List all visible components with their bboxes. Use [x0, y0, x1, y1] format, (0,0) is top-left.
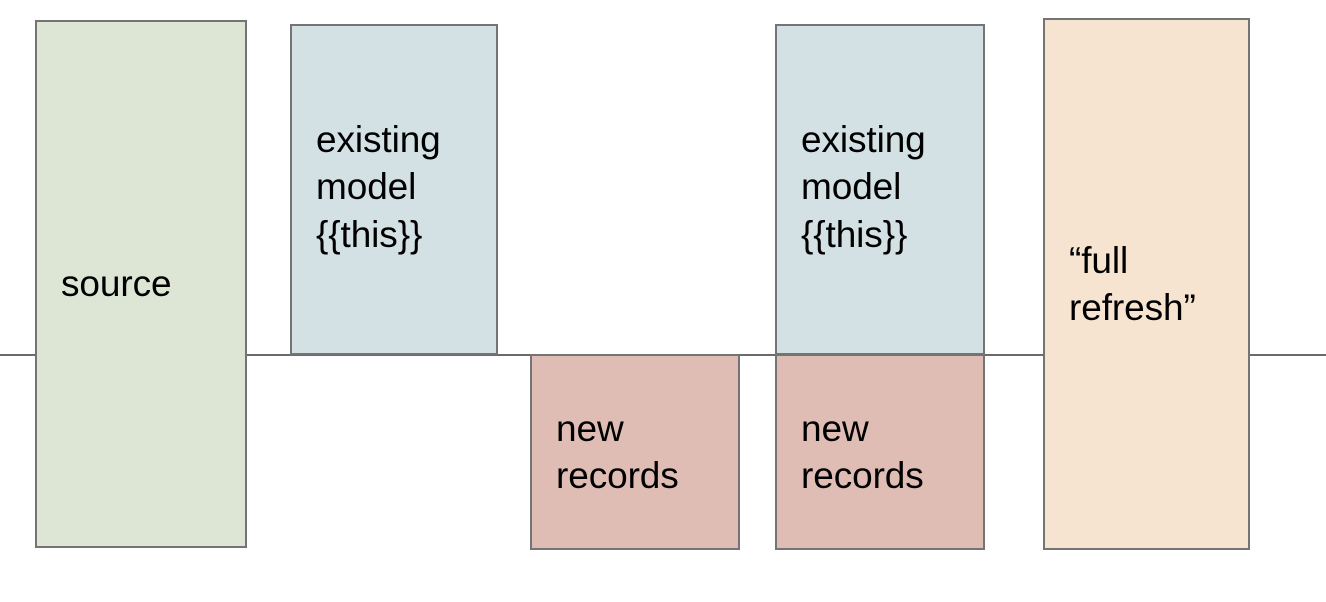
existing-model-box-2-label: existing model {{this}} [801, 119, 926, 255]
new-records-box-1[interactable]: new records [530, 354, 740, 550]
new-records-box-2-label: new records [801, 407, 924, 496]
new-records-box-1-label: new records [556, 407, 679, 496]
existing-model-box-1[interactable]: existing model {{this}} [290, 24, 498, 355]
existing-model-box-2[interactable]: existing model {{this}} [775, 24, 985, 355]
existing-model-box-1-label: existing model {{this}} [316, 119, 441, 255]
full-refresh-box-label: “full refresh” [1069, 239, 1196, 328]
new-records-box-2[interactable]: new records [775, 354, 985, 550]
source-box[interactable]: source [35, 20, 247, 548]
source-box-label: source [61, 263, 172, 305]
full-refresh-box[interactable]: “full refresh” [1043, 18, 1250, 550]
